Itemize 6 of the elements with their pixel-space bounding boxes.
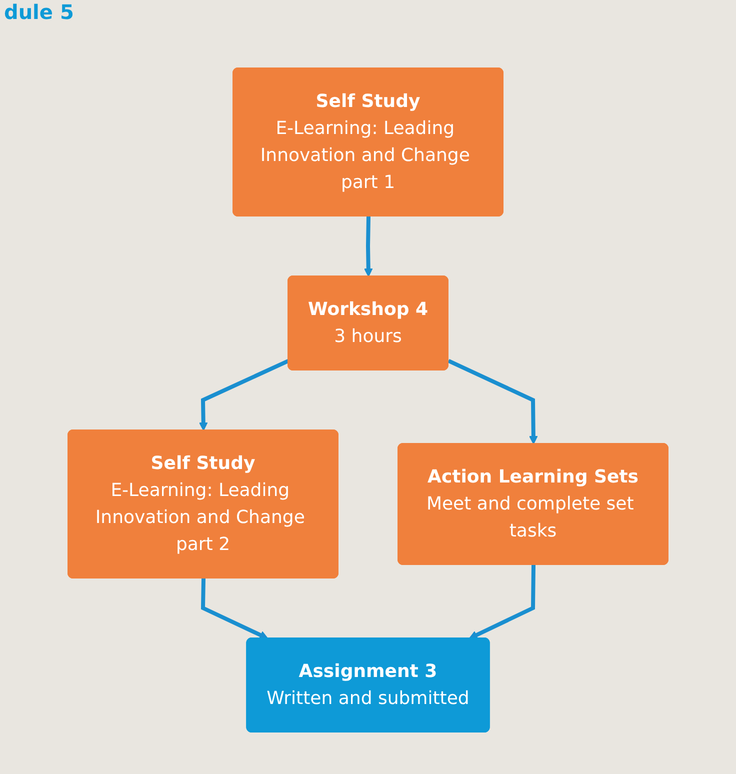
arrow <box>200 578 268 640</box>
arrow <box>364 216 373 277</box>
arrow <box>448 359 538 444</box>
arrow <box>198 359 290 431</box>
diagram-title: dule 5 <box>4 0 74 24</box>
arrow <box>468 564 536 640</box>
